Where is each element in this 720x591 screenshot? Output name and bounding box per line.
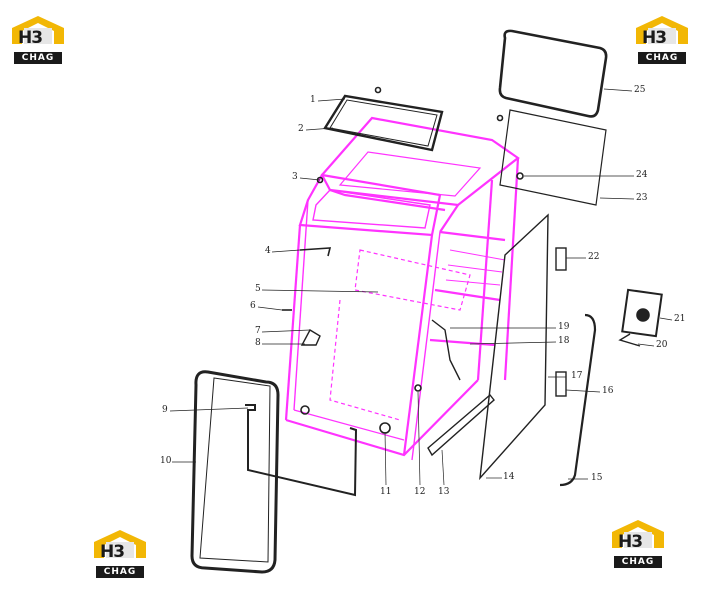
brand-logo-bottom-left: H3 CHAG [92,528,148,580]
callout-17: 17 [571,371,583,381]
callout-9: 9 [162,405,168,415]
callout-8: 8 [255,338,261,348]
callout-14: 14 [503,472,515,482]
callout-4: 4 [265,246,271,256]
callout-2: 2 [298,124,304,134]
cab-parts [190,29,663,574]
callout-25: 25 [634,85,646,95]
logo-text: CHAG [614,556,662,568]
logo-text: CHAG [14,52,62,64]
callout-1: 1 [310,95,316,105]
logo-mark: H3 [18,28,43,48]
callout-10: 10 [160,456,172,466]
callout-24: 24 [636,170,648,180]
callout-16: 16 [602,386,614,396]
callout-6: 6 [250,301,256,311]
logo-text: CHAG [96,566,144,578]
callout-11: 11 [380,487,392,497]
logo-roof-icon [612,520,664,548]
leader-lines [169,88,673,486]
callout-18: 18 [558,336,570,346]
brand-logo-top-left: H3 CHAG [10,14,66,66]
cab-frame [284,116,520,461]
callout-7: 7 [255,326,261,336]
callout-22: 22 [588,252,600,262]
callout-20: 20 [656,340,668,350]
callout-19: 19 [558,322,570,332]
brand-logo-top-right: H3 CHAG [634,14,690,66]
callout-5: 5 [255,284,261,294]
brand-logo-bottom-right: H3 CHAG [610,518,666,570]
logo-mark: H3 [642,28,667,48]
callout-13: 13 [438,487,450,497]
callout-3: 3 [292,172,298,182]
logo-roof-icon [94,530,146,558]
logo-mark: H3 [100,542,125,562]
callout-12: 12 [414,487,426,497]
logo-mark: H3 [618,532,643,552]
logo-roof-icon [12,16,64,44]
callout-15: 15 [591,473,603,483]
logo-roof-icon [636,16,688,44]
callout-23: 23 [636,193,648,203]
callout-21: 21 [674,314,686,324]
logo-text: CHAG [638,52,686,64]
